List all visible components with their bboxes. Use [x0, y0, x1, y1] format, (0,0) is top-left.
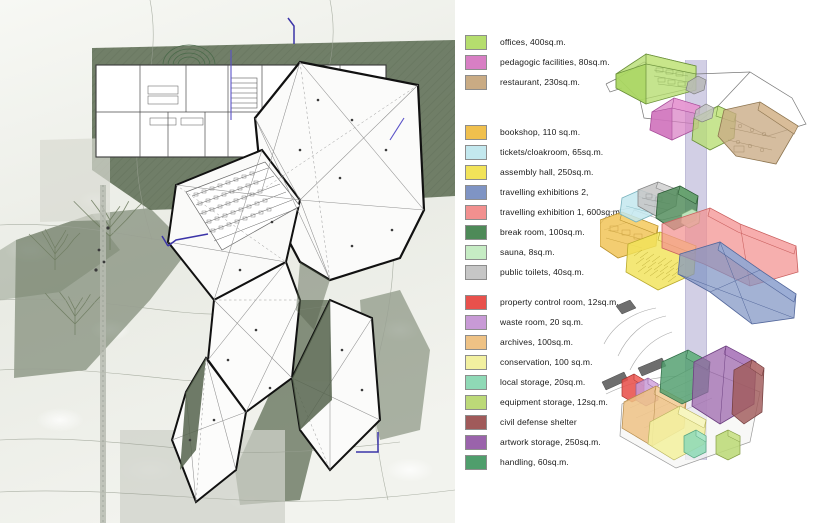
color-swatch — [465, 204, 487, 220]
volume-offices — [615, 53, 697, 105]
legend-label: sauna, 8sq.m. — [500, 247, 555, 257]
legend-item[interactable]: restaurant, 230sq.m. — [465, 72, 610, 92]
color-swatch — [465, 294, 487, 310]
color-swatch — [465, 354, 487, 370]
volume-restaurant — [717, 101, 799, 165]
legend-label: offices, 400sq.m. — [500, 37, 566, 47]
color-swatch — [465, 54, 487, 70]
legend-label: assembly hall, 250sq.m. — [500, 167, 594, 177]
legend-group-basement-level: property control room, 12sq.m. waste roo… — [465, 292, 619, 472]
legend-item[interactable]: pedagogic facilities, 80sq.m. — [465, 52, 610, 72]
legend-item[interactable]: waste room, 20 sq.m. — [465, 312, 619, 332]
apse — [162, 44, 216, 66]
legend-item[interactable]: bookshop, 110 sq.m. — [465, 122, 622, 142]
color-swatch — [465, 414, 487, 430]
color-swatch — [465, 454, 487, 470]
legend-label: equipment storage, 12sq.m. — [500, 397, 608, 407]
legend-item[interactable]: civil defense shelter — [465, 412, 619, 432]
color-swatch — [465, 34, 487, 50]
legend-item[interactable]: equipment storage, 12sq.m. — [465, 392, 619, 412]
legend-label: travelling exhibition 1, 600sq.m. — [500, 207, 623, 217]
legend-label: artwork storage, 250sq.m. — [500, 437, 601, 447]
color-swatch — [465, 164, 487, 180]
legend-item[interactable]: tickets/cloakroom, 65sq.m. — [465, 142, 622, 162]
legend-label: tickets/cloakroom, 65sq.m. — [500, 147, 604, 157]
legend-item[interactable]: archives, 100sq.m. — [465, 332, 619, 352]
pedestrian-path — [94, 185, 110, 523]
upper-level-axonometric — [605, 53, 807, 165]
legend-label: handling, 60sq.m. — [500, 457, 569, 467]
legend-label: pedagogic facilities, 80sq.m. — [500, 57, 610, 67]
column-dots — [188, 98, 394, 442]
color-swatch — [465, 144, 487, 160]
service-cores — [685, 75, 715, 123]
volume-travelling-exhibitions-2 — [677, 241, 797, 325]
legend-item[interactable]: handling, 60sq.m. — [465, 452, 619, 472]
public-level-axonometric — [600, 181, 799, 325]
legend-item[interactable]: artwork storage, 250sq.m. — [465, 432, 619, 452]
entrance-annotations-secondary — [230, 50, 405, 141]
color-swatch — [465, 244, 487, 260]
site-plan-drawing — [0, 0, 455, 523]
legend-label: travelling exhibitions 2, — [500, 187, 589, 197]
legend-label: bookshop, 110 sq.m. — [500, 127, 581, 137]
legend-label: waste room, 20 sq.m. — [500, 317, 584, 327]
legend-group-public-level: bookshop, 110 sq.m. tickets/cloakroom, 6… — [465, 122, 622, 282]
legend-label: local storage, 20sq.m. — [500, 377, 586, 387]
site-plan — [0, 0, 455, 523]
legend-label: property control room, 12sq.m. — [500, 297, 619, 307]
legend-item[interactable]: assembly hall, 250sq.m. — [465, 162, 622, 182]
legend-label: conservation, 100 sq.m. — [500, 357, 593, 367]
legend-item[interactable]: break room, 100sq.m. — [465, 222, 622, 242]
volume-civil-defense-shelter — [731, 359, 765, 425]
legend-item[interactable]: sauna, 8sq.m. — [465, 242, 622, 262]
color-swatch — [465, 74, 487, 90]
legend-item[interactable]: local storage, 20sq.m. — [465, 372, 619, 392]
color-swatch — [465, 334, 487, 350]
color-swatch — [465, 374, 487, 390]
vehicle-icons — [601, 300, 667, 391]
auditorium-seating — [185, 161, 301, 251]
legend-group-upper-level: offices, 400sq.m. pedagogic facilities, … — [465, 32, 610, 92]
faceting-lines — [167, 61, 425, 503]
legend-item[interactable]: public toilets, 40sq.m. — [465, 262, 622, 282]
color-swatch — [465, 224, 487, 240]
legend-item[interactable]: property control room, 12sq.m. — [465, 292, 619, 312]
legend-item[interactable]: conservation, 100 sq.m. — [465, 352, 619, 372]
legend-item[interactable]: travelling exhibitions 2, — [465, 182, 622, 202]
legend-label: civil defense shelter — [500, 417, 577, 427]
stair-symbol — [230, 77, 258, 109]
color-swatch — [465, 314, 487, 330]
tree-group — [28, 199, 146, 335]
color-swatch — [465, 434, 487, 450]
legend-item[interactable]: offices, 400sq.m. — [465, 32, 610, 52]
volume-equipment-storage — [715, 429, 741, 461]
legend-label: break room, 100sq.m. — [500, 227, 585, 237]
shadow-wedges — [180, 262, 332, 470]
basement-level-axonometric — [601, 300, 765, 469]
new-building-plan — [166, 60, 426, 504]
color-swatch — [465, 184, 487, 200]
legend-label: archives, 100sq.m. — [500, 337, 574, 347]
volume-local-storage — [683, 429, 707, 459]
entrance-annotations — [161, 17, 379, 453]
legend-label: public toilets, 40sq.m. — [500, 267, 585, 277]
volume-pedagogic-facilities — [649, 97, 701, 141]
legend-item[interactable]: travelling exhibition 1, 600sq.m. — [465, 202, 622, 222]
color-swatch — [465, 264, 487, 280]
color-swatch — [465, 394, 487, 410]
color-swatch — [465, 124, 487, 140]
legend-label: restaurant, 230sq.m. — [500, 77, 580, 87]
volume-travelling-exhibition-1 — [661, 207, 799, 287]
